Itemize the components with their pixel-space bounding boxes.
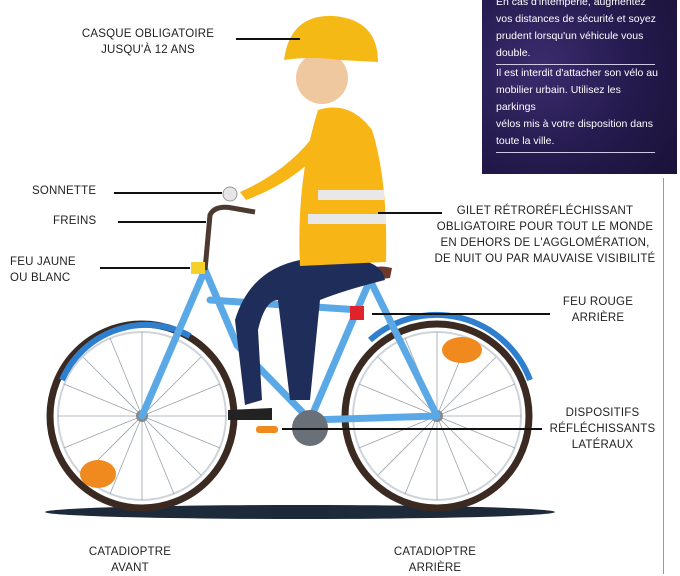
info-line: prudent lorsqu'un véhicule vous [496,30,643,42]
leader-bell [114,192,222,194]
leader-helmet [236,38,300,40]
info-line: En cas d'intempérie, augmentez [496,0,646,8]
pedal-reflector [256,426,278,433]
info-line: vos distances de sécurité et soyez [496,13,656,25]
handlebar [205,207,255,270]
rear-reflector [442,337,482,363]
bell [223,187,237,201]
info-para-2: Il est interdit d'attacher son vélo au m… [496,65,663,150]
label-bell: SONNETTE [32,183,96,199]
info-separator [496,152,655,153]
info-para-1: En cas d'intempérie, augmentez vos dista… [496,0,663,62]
info-line: double. [496,47,530,59]
rider-vest [299,108,386,267]
rider-shoe [228,408,272,420]
rider-legs [235,258,385,406]
front-reflector [80,460,116,488]
vest-stripe-2 [308,214,386,224]
leader-side-reflectors [282,428,542,430]
info-line: mobilier urbain. Utilisez les parkings [496,84,621,113]
leader-vest [378,212,442,214]
front-light [191,262,205,274]
vest-stripe-1 [318,190,384,200]
info-line: toute la ville. [496,135,554,147]
label-brakes: FREINS [53,213,96,229]
info-box: En cas d'intempérie, augmentez vos dista… [482,0,677,174]
info-line: vélos mis à votre disposition dans [496,118,653,130]
info-line: Il est interdit d'attacher son vélo au [496,67,658,79]
rear-light [350,306,364,320]
leader-front-light [100,267,190,269]
leader-rear-light [372,313,550,315]
leader-brakes [118,221,206,223]
